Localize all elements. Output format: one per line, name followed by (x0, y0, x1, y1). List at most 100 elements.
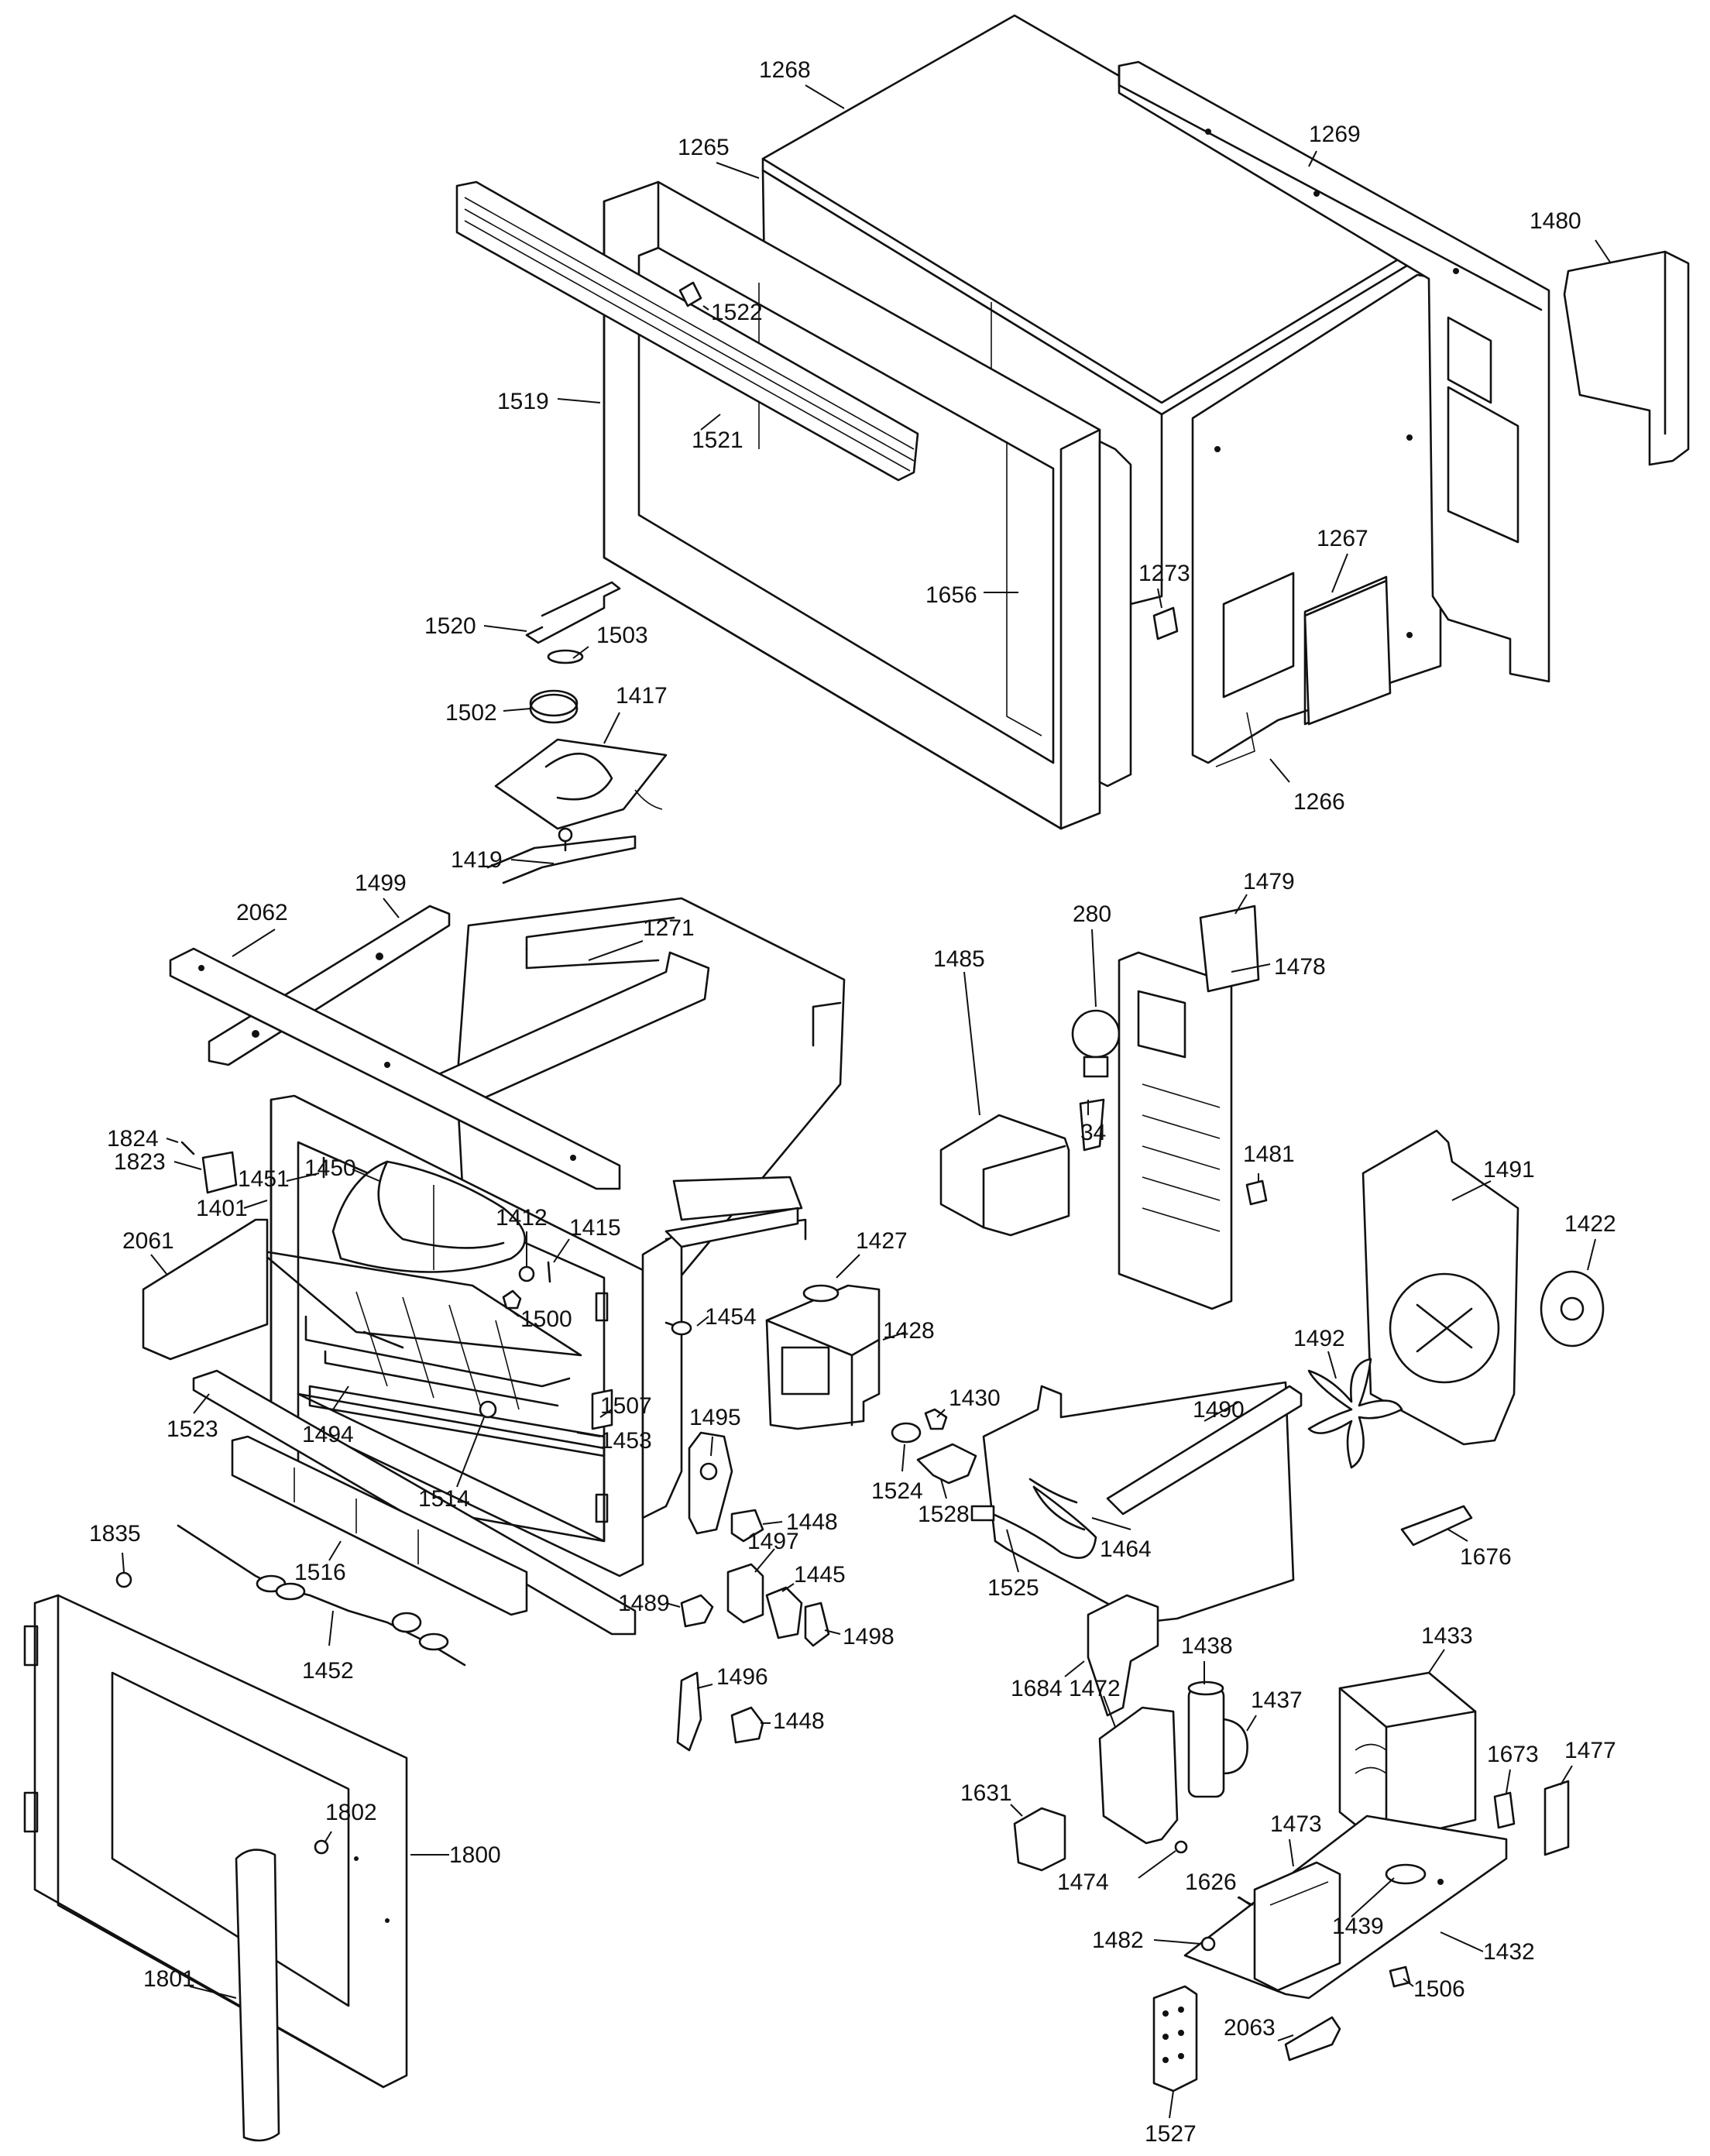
control-panel-1478 (1118, 951, 1233, 1310)
switch-1448b (730, 1706, 764, 1744)
callout-1453: 1453 (600, 1428, 652, 1454)
callout-1802: 1802 (325, 1800, 377, 1825)
callout-1506: 1506 (1413, 1976, 1465, 2002)
callout-1676: 1676 (1460, 1544, 1512, 1570)
strip-1676 (1400, 1505, 1473, 1547)
plate-1823 (201, 1151, 238, 1194)
cable-1464 (1032, 1485, 1086, 1531)
leader-lines (122, 84, 1612, 2119)
clip-1273 (1152, 606, 1179, 640)
callout-1271: 1271 (643, 915, 695, 941)
rear-panel-1269 (1118, 60, 1550, 683)
callout-1266: 1266 (1293, 789, 1345, 815)
callout-1430: 1430 (949, 1385, 1001, 1411)
callout-1524: 1524 (871, 1478, 923, 1504)
cover-plate-2061 (142, 1218, 269, 1361)
door-handle-1801 (235, 1849, 280, 2142)
callout-1485: 1485 (933, 946, 985, 972)
door-wire-1452 (177, 1524, 466, 1667)
callout-1464: 1464 (1100, 1536, 1152, 1562)
base-frame-1490 (982, 1381, 1303, 1624)
callout-2061: 2061 (122, 1228, 174, 1254)
callout-1452: 1452 (302, 1658, 354, 1684)
callout-2062: 2062 (236, 900, 288, 925)
callout-1498: 1498 (843, 1624, 894, 1650)
callout-1477: 1477 (1564, 1738, 1616, 1763)
callout-280: 280 (1073, 901, 1111, 927)
louver-grille-1521 (455, 180, 919, 482)
callout-1490: 1490 (1193, 1397, 1245, 1423)
bracket-1267 (1303, 579, 1392, 726)
socket-34 (1079, 1098, 1105, 1152)
bracket-1472 (1098, 1706, 1179, 1845)
stirrer-rod-1419 (486, 827, 637, 884)
callout-1474: 1474 (1057, 1869, 1109, 1895)
callout-1267: 1267 (1317, 526, 1368, 551)
callout-1422: 1422 (1564, 1211, 1616, 1237)
callout-1412: 1412 (496, 1205, 548, 1231)
callout-labels: 1268 1269 1265 1480 1522 1519 1521 1267 … (89, 57, 1616, 2147)
bracket-1495 (688, 1431, 733, 1535)
callout-1673: 1673 (1487, 1742, 1539, 1767)
callout-1520: 1520 (424, 613, 476, 639)
magnetron-1428 (765, 1284, 881, 1430)
callout-1823: 1823 (114, 1149, 166, 1175)
callout-1521: 1521 (692, 427, 743, 453)
stirrer-bracket-1520 (525, 581, 621, 644)
switch-1448a (730, 1509, 764, 1543)
callout-1472: 1472 (1069, 1676, 1121, 1701)
lamp-280 (1071, 1009, 1121, 1078)
bracket-1527 (1152, 1985, 1198, 2092)
callout-1448b: 1448 (773, 1708, 825, 1734)
bracket-2063 (1284, 2016, 1341, 2062)
callout-1656: 1656 (925, 582, 977, 608)
spacer-1506 (1389, 1965, 1411, 1988)
callout-1494: 1494 (302, 1422, 354, 1447)
callout-1507: 1507 (600, 1393, 652, 1419)
callout-1801: 1801 (143, 1966, 195, 1992)
callout-1268: 1268 (759, 57, 811, 83)
callout-1684: 1684 (1011, 1676, 1063, 1701)
fuse-holder-1631 (1013, 1807, 1066, 1872)
thermal-fuse-1439 (1385, 1863, 1427, 1885)
callout-1497: 1497 (747, 1529, 799, 1554)
cover-1485 (939, 1114, 1070, 1237)
wire-harness-1525 (970, 1478, 1097, 1559)
connector-1430 (924, 1408, 948, 1430)
pulley-1502 (529, 689, 579, 724)
bracket-1480 (1563, 250, 1690, 466)
callout-1415: 1415 (569, 1215, 621, 1241)
door-latch-1507 (591, 1389, 613, 1430)
callout-1438: 1438 (1181, 1633, 1233, 1659)
bracket-1482 (1200, 1936, 1216, 1952)
callout-1448a: 1448 (786, 1509, 838, 1535)
callout-1445: 1445 (794, 1562, 846, 1588)
oven-rack-1494 (258, 1249, 582, 1410)
screw-1415 (547, 1261, 551, 1283)
callout-1479: 1479 (1243, 869, 1295, 894)
door-1800 (23, 1594, 408, 2089)
callout-1496: 1496 (716, 1664, 768, 1690)
callout-1519: 1519 (497, 389, 549, 414)
callout-1495: 1495 (689, 1405, 741, 1430)
callout-1800: 1800 (449, 1842, 501, 1868)
callout-1428: 1428 (883, 1318, 935, 1344)
fan-blade-1492 (1307, 1358, 1403, 1469)
panel-cover-1479 (1199, 905, 1260, 993)
callout-1516: 1516 (294, 1560, 346, 1585)
callout-1631: 1631 (960, 1780, 1012, 1806)
bottom-strip-1523 (192, 1369, 637, 1636)
callout-1481: 1481 (1243, 1142, 1295, 1167)
callout-1489: 1489 (618, 1591, 670, 1616)
callout-1824: 1824 (107, 1126, 159, 1152)
callout-1499: 1499 (355, 870, 407, 896)
door-button-1835 (115, 1571, 132, 1588)
bottom-tray-1514 (297, 1392, 606, 1543)
callout-1491: 1491 (1483, 1157, 1535, 1183)
interlock-1498 (804, 1602, 830, 1647)
callout-1437: 1437 (1251, 1687, 1303, 1713)
callout-1502: 1502 (445, 700, 497, 726)
switch-1497 (726, 1563, 764, 1624)
callout-1401: 1401 (196, 1196, 248, 1221)
